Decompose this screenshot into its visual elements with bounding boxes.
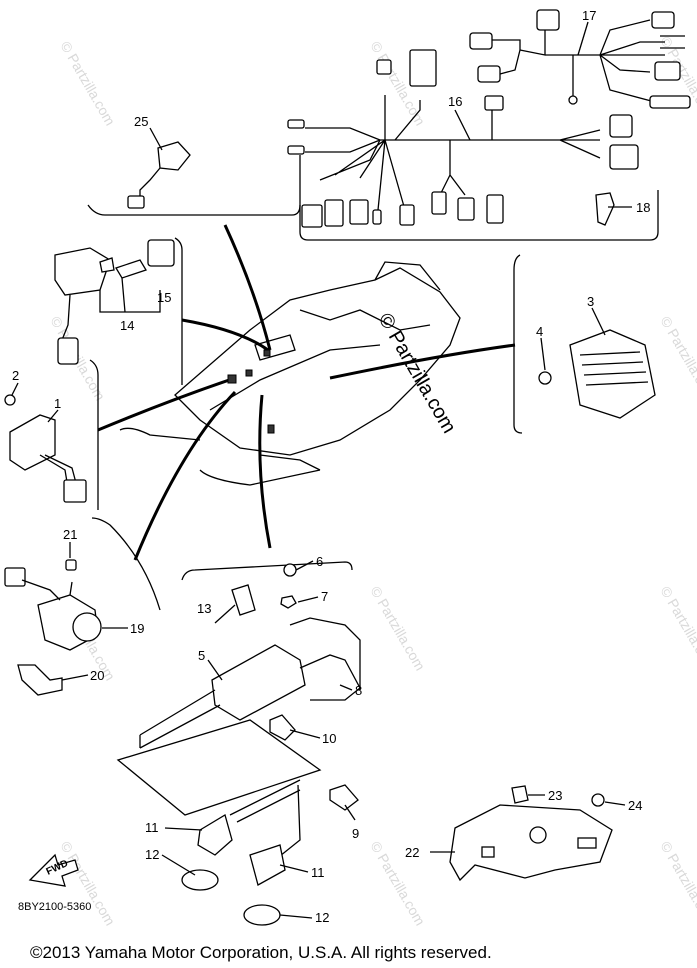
part-label-10: 10	[322, 731, 336, 746]
regulator-3	[569, 329, 656, 419]
part-label-9: 9	[352, 826, 359, 841]
part-label-13: 13	[197, 601, 211, 616]
part-label-2: 2	[12, 368, 19, 383]
part-label-7: 7	[321, 589, 328, 604]
part-label-20: 20	[90, 668, 104, 683]
switch-25	[127, 141, 191, 209]
part-label-8: 8	[355, 683, 362, 698]
part-label-24: 24	[628, 798, 642, 813]
nut-2	[4, 394, 16, 406]
nut-7	[280, 595, 297, 609]
wire-harness-16	[287, 49, 639, 228]
watermark: © Partzilla.com	[57, 839, 118, 929]
part-label-23: 23	[548, 788, 562, 803]
clamp-10	[269, 714, 296, 741]
watermark-center: © Partzilla.com	[374, 310, 460, 438]
part-label-4: 4	[536, 324, 543, 339]
part-label-6: 6	[316, 554, 323, 569]
plug-cap-11	[197, 779, 301, 856]
nut-4	[538, 371, 552, 385]
part-labels: 1 2 3 4 5 6 7 8 9 10 11 11 12 12 13 14 1…	[12, 8, 650, 925]
plug-cap-11-b	[249, 784, 301, 886]
part-label-1: 1	[54, 396, 61, 411]
part-label-14: 14	[120, 318, 134, 333]
part-label-11-b: 11	[311, 865, 325, 880]
watermark: © Partzilla.com	[657, 584, 697, 674]
nut-23	[511, 785, 529, 804]
part-label-11: 11	[145, 820, 159, 835]
cover-12-b	[243, 904, 281, 926]
bracket-22	[449, 804, 613, 882]
clamp-20	[17, 664, 63, 696]
bolt-6	[283, 563, 297, 577]
wire-harness-17	[469, 9, 691, 109]
diagram-code: 8BY2100-5360	[18, 901, 91, 913]
clamp-9	[329, 784, 359, 811]
nut-21	[65, 559, 77, 571]
key-18	[595, 192, 615, 226]
fwd-arrow: FWD	[28, 853, 79, 887]
part-label-12-b: 12	[315, 910, 329, 925]
part-label-17: 17	[582, 8, 596, 23]
watermark: © Partzilla.com	[657, 839, 697, 929]
part-label-15: 15	[157, 290, 171, 305]
main-switch-14	[54, 239, 175, 365]
ground-wire-8	[289, 617, 361, 690]
part-label-5: 5	[198, 648, 205, 663]
part-label-25: 25	[134, 114, 148, 129]
part-label-19: 19	[130, 621, 144, 636]
cdi-unit-1	[9, 414, 87, 503]
part-label-22: 22	[405, 845, 419, 860]
cover-12	[181, 869, 219, 891]
watermark: © Partzilla.com	[367, 584, 428, 674]
watermark: © Partzilla.com	[657, 314, 697, 404]
watermark: © Partzilla.com	[57, 39, 118, 129]
part-label-12: 12	[145, 847, 159, 862]
part-label-3: 3	[587, 294, 594, 309]
bolt-24	[591, 793, 605, 807]
rectifier-19	[4, 567, 102, 651]
part-label-16: 16	[448, 94, 462, 109]
ignition-coil-5	[139, 644, 361, 749]
copyright: ©2013 Yamaha Motor Corporation, U.S.A. A…	[30, 943, 492, 962]
part-label-18: 18	[636, 200, 650, 215]
plate-13	[231, 584, 256, 616]
part-label-21: 21	[63, 527, 77, 542]
